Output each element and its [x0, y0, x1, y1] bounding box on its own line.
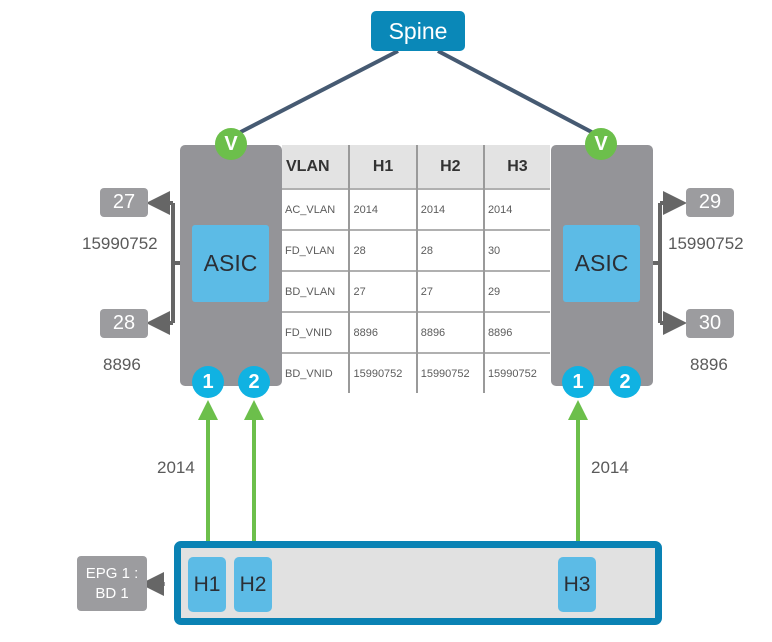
table-cell: 15990752 [415, 352, 484, 393]
host-h3[interactable]: H3 [558, 557, 596, 612]
leaf2-vpc-badge: V [585, 128, 617, 160]
table-cell: 2014 [482, 188, 550, 230]
table-cell: FD_VNID [282, 311, 350, 353]
leaf1-asic: ASIC [192, 225, 269, 302]
epg-label-line1: EPG 1 : [85, 564, 139, 582]
access-vlan-label-left: 2014 [157, 458, 195, 477]
leaf2-port-1[interactable]: 1 [562, 366, 594, 398]
uplink-left [230, 49, 399, 139]
leaf1-vlan-bottom: 28 [100, 309, 148, 338]
leaf1-vnid-bottom: 8896 [103, 355, 141, 374]
table-cell: 29 [482, 270, 550, 312]
host-h1[interactable]: H1 [188, 557, 226, 612]
leaf1-vpc-badge: V [215, 128, 247, 160]
table-header: H3 [482, 145, 550, 189]
leaf2-port-2[interactable]: 2 [609, 366, 641, 398]
table-header: H1 [348, 145, 417, 189]
leaf1-vnid-top: 15990752 [82, 234, 158, 253]
table-cell: 15990752 [482, 352, 550, 393]
table-cell: 30 [482, 229, 550, 271]
table-cell: 28 [348, 229, 417, 271]
table-cell: FD_VLAN [282, 229, 350, 271]
leaf2-vnid-bottom: 8896 [690, 355, 728, 374]
table-cell: BD_VLAN [282, 270, 350, 312]
table-cell: 2014 [415, 188, 484, 230]
leaf2-vlan-top: 29 [686, 188, 734, 217]
table-cell: 27 [415, 270, 484, 312]
epg-label: EPG 1 : BD 1 [77, 556, 147, 611]
uplink-right [437, 49, 602, 139]
table-header: VLAN [282, 145, 350, 189]
table-cell: 28 [415, 229, 484, 271]
table-cell: 8896 [482, 311, 550, 353]
spine-switch[interactable]: Spine [371, 11, 465, 51]
table-cell: 27 [348, 270, 417, 312]
table-cell: AC_VLAN [282, 188, 350, 230]
table-cell: 15990752 [348, 352, 417, 393]
table-header-row: VLAN H1 H2 H3 [282, 145, 550, 189]
leaf2-vlan-bottom: 30 [686, 309, 734, 338]
table-cell: BD_VNID [282, 352, 350, 393]
leaf1-port-1[interactable]: 1 [192, 366, 224, 398]
table-cell: 8896 [415, 311, 484, 353]
leaf2-asic: ASIC [563, 225, 640, 302]
table-header: H2 [415, 145, 484, 189]
leaf1-port-2[interactable]: 2 [238, 366, 270, 398]
access-vlan-label-right: 2014 [591, 458, 629, 477]
table-cell: 8896 [348, 311, 417, 353]
leaf2-vnid-top: 15990752 [668, 234, 744, 253]
table-cell: 2014 [348, 188, 417, 230]
host-h2[interactable]: H2 [234, 557, 272, 612]
epg-label-line2: BD 1 [95, 584, 129, 602]
leaf1-vlan-top: 27 [100, 188, 148, 217]
